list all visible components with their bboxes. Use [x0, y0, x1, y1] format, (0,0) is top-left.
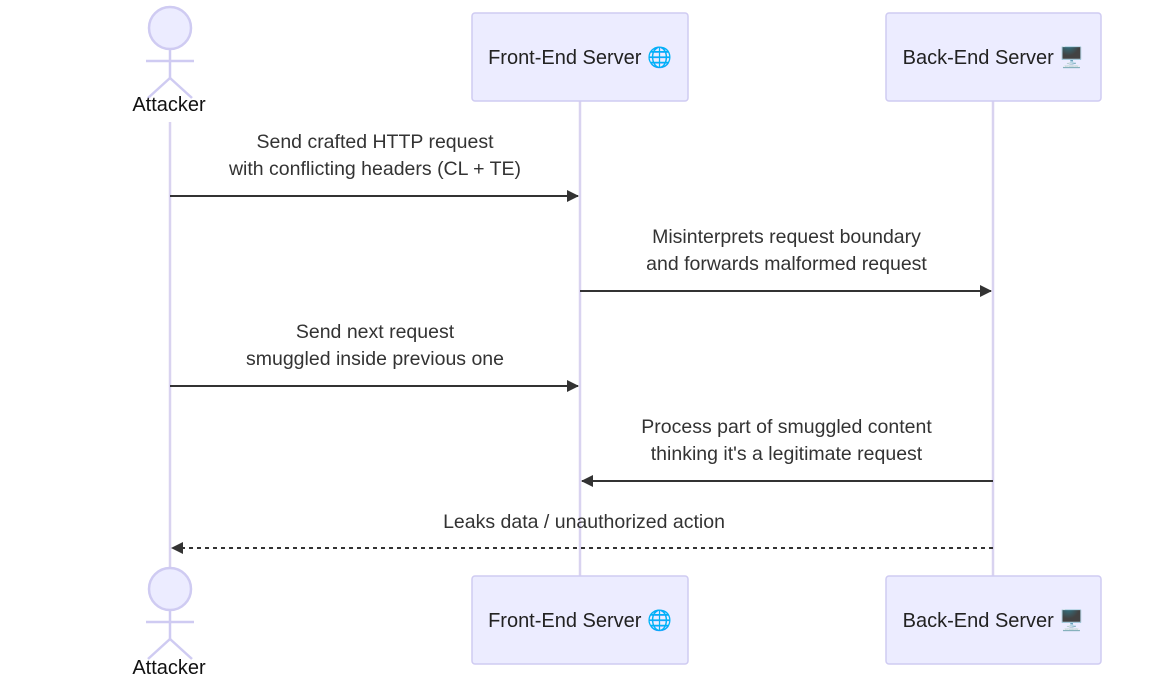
message-label-line: Process part of smuggled content — [641, 416, 932, 438]
actor-label: Attacker — [132, 657, 206, 679]
actor-attacker-bottom: Attacker — [132, 566, 206, 679]
globe-icon: 🌐 — [647, 45, 672, 69]
participant-label: Back-End Server 🖥️ — [903, 608, 1085, 632]
message-label-line: smuggled inside previous one — [246, 348, 504, 370]
message-4: Process part of smuggled content thinking… — [581, 416, 993, 487]
participant-box — [885, 12, 1102, 102]
actor-attacker-top: Attacker — [132, 5, 206, 116]
message-label-line: and forwards malformed request — [646, 253, 927, 275]
participant-name: Back-End Server — [903, 610, 1060, 632]
participant-label: Back-End Server 🖥️ — [903, 45, 1085, 69]
actor-head — [147, 566, 193, 612]
desktop-computer-icon: 🖥️ — [1059, 45, 1084, 69]
globe-icon: 🌐 — [647, 608, 672, 632]
message-label-line: Misinterprets request boundary — [652, 226, 921, 248]
participant-frontend-bottom: Front-End Server 🌐 — [471, 575, 689, 665]
message-2: Misinterprets request boundary and forwar… — [580, 226, 992, 297]
actor-head — [147, 5, 193, 51]
participant-box — [885, 575, 1102, 665]
participant-name: Front-End Server — [488, 610, 647, 632]
actor-right-leg — [169, 638, 193, 660]
participant-box — [471, 12, 689, 102]
messages: Send crafted HTTP request with conflictin… — [170, 131, 993, 554]
participant-box — [471, 575, 689, 665]
message-1: Send crafted HTTP request with conflictin… — [170, 131, 579, 202]
participant-backend-top: Back-End Server 🖥️ — [885, 12, 1102, 102]
message-label-line: thinking it's a legitimate request — [651, 443, 923, 465]
actor-left-leg — [147, 638, 171, 660]
actor-right-leg — [169, 77, 193, 99]
message-label-line: Send next request — [296, 321, 455, 343]
message-label-line: Send crafted HTTP request — [256, 131, 494, 153]
participant-name: Back-End Server — [903, 47, 1060, 69]
participant-frontend-top: Front-End Server 🌐 — [471, 12, 689, 102]
actor-label: Attacker — [132, 94, 206, 116]
message-3: Send next request smuggled inside previou… — [170, 321, 579, 392]
actor-left-leg — [147, 77, 171, 99]
message-label-line: Leaks data / unauthorized action — [443, 511, 725, 533]
participant-name: Front-End Server — [488, 47, 647, 69]
desktop-computer-icon: 🖥️ — [1059, 608, 1084, 632]
participant-label: Front-End Server 🌐 — [488, 45, 672, 69]
message-label-line: with conflicting headers (CL + TE) — [228, 158, 521, 180]
participant-label: Front-End Server 🌐 — [488, 608, 672, 632]
participant-backend-bottom: Back-End Server 🖥️ — [885, 575, 1102, 665]
message-5: Leaks data / unauthorized action — [171, 511, 993, 554]
